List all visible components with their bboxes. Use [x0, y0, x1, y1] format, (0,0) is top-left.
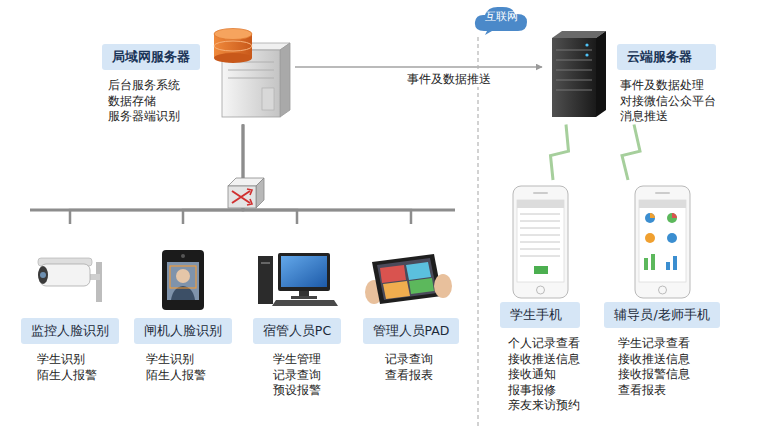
node-title: 辅导员/老师手机 [604, 302, 719, 328]
node-body: 学生识别 陌生人报警 [146, 352, 206, 383]
phone-node: 辅导员/老师手机学生记录查看 接收推送信息 接收报警信息 查看报表 [604, 180, 719, 398]
student-phone-icon [513, 186, 568, 298]
pc-icon [258, 253, 338, 306]
device-node: 管理人员PAD 记录查询 查看报表 [363, 224, 460, 383]
wireless-link [551, 125, 569, 181]
node-body: 学生识别 陌生人报警 [37, 352, 97, 383]
teacher-phone-icon [635, 186, 690, 298]
cloud-server-icon [552, 31, 606, 117]
node-title: 宿管人员PC [253, 318, 341, 344]
node-title: 局域网服务器 [102, 44, 200, 70]
edge-label: 事件及数据推送 [404, 72, 494, 87]
tablet-icon [365, 254, 452, 304]
device-node: 监控人脸识别学生识别 陌生人报警 [21, 224, 119, 383]
node-body: 记录查询 查看报表 [385, 352, 433, 383]
phone-node: 学生手机个人记录查看 接收推送信息 接收通知 报事报修 亲友来访预约 [500, 180, 580, 414]
node-body: 学生管理 记录查询 预设报警 [273, 352, 321, 399]
network-switch-icon [228, 178, 264, 208]
gate-terminal-icon [162, 250, 204, 310]
cloud-label: 互联网 [472, 4, 530, 24]
node-title: 学生手机 [500, 302, 580, 328]
node-title: 闸机人脸识别 [134, 318, 232, 344]
node-body: 事件及数据处理 对接微信公众平台 消息推送 [620, 78, 716, 125]
node-body: 个人记录查看 接收推送信息 接收通知 报事报修 亲友来访预约 [508, 336, 580, 414]
node-title: 监控人脸识别 [21, 318, 119, 344]
node-body: 后台服务系统 数据存储 服务器端识别 [108, 78, 180, 125]
internet-divider [477, 37, 478, 426]
server-node: 云端服务器事件及数据处理 对接微信公众平台 消息推送 [542, 44, 716, 125]
device-node: 宿管人员PC 学生管理 记录查询 预设报警 [253, 224, 341, 399]
server-node: 局域网服务器后台服务系统 数据存储 服务器端识别 [102, 44, 295, 125]
device-node: 闸机人脸识别学生识别 陌生人报警 [134, 224, 232, 383]
cloud-bubble: 互联网 [472, 4, 530, 36]
lan-server-icon [214, 29, 290, 118]
wireless-link [622, 125, 640, 181]
push-arrow [295, 66, 542, 68]
node-title: 管理人员PAD [363, 318, 460, 344]
node-body: 学生记录查看 接收推送信息 接收报警信息 查看报表 [618, 336, 690, 398]
node-title: 云端服务器 [617, 44, 716, 70]
network-bus [30, 209, 455, 212]
camera-icon [38, 258, 102, 302]
